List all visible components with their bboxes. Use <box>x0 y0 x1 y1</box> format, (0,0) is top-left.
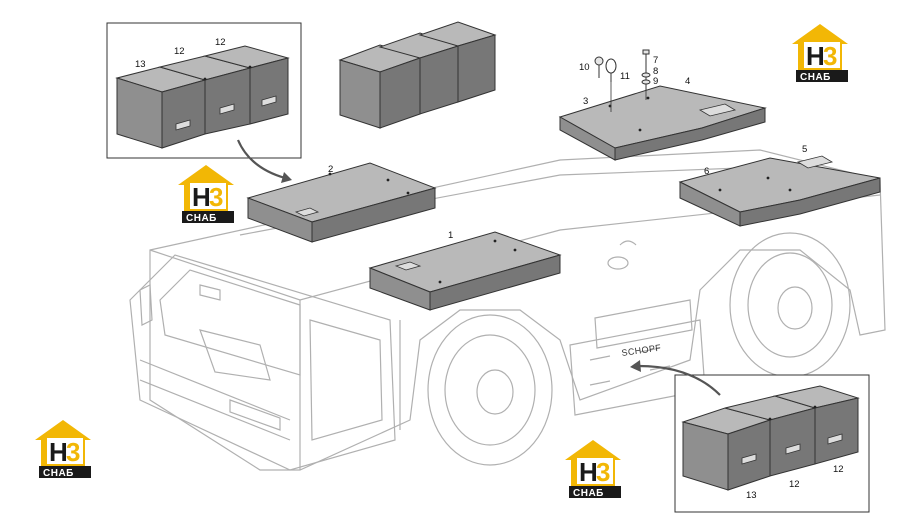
callout-7: 7 <box>653 55 658 66</box>
mounting-hardware <box>594 49 651 90</box>
inset-weight-blocks-bottom <box>674 374 870 513</box>
watermark-logo-bottom-center: СНАБ <box>565 440 621 499</box>
watermark-text: СНАБ <box>186 213 217 224</box>
callout-5: 5 <box>802 144 807 155</box>
brand-plate: SCHOPF <box>621 343 662 358</box>
callout-11: 11 <box>620 71 630 82</box>
inset1-callout-12a: 12 <box>174 46 185 57</box>
inset-arrow-top <box>236 139 286 180</box>
brand-plate-label: SCHOPF <box>621 343 662 358</box>
inset2-callout-12b: 12 <box>833 464 844 475</box>
callout-10: 10 <box>579 62 590 73</box>
weight-blocks-loose <box>338 21 497 129</box>
inset2-callout-12a: 12 <box>789 479 800 490</box>
inset2-callout-13: 13 <box>746 490 757 501</box>
watermark-logo-top-right: СНАБ <box>792 24 848 83</box>
counterweight-plate-5-6 <box>678 155 881 227</box>
inset1-callout-13: 13 <box>135 59 146 70</box>
inset1-callout-12b: 12 <box>215 37 226 48</box>
watermark-logo-left: СНАБ <box>178 165 234 224</box>
counterweight-plate-2 <box>246 162 437 243</box>
inset-arrowhead-bottom <box>630 360 641 372</box>
inset-arrow-bottom <box>634 364 721 396</box>
callout-6: 6 <box>704 166 709 177</box>
inset-weight-blocks-top <box>106 22 302 159</box>
watermark-logo-bottom-left: СНАБ <box>35 420 91 479</box>
watermark-text: СНАБ <box>800 72 831 83</box>
callout-1: 1 <box>448 230 453 241</box>
callout-8: 8 <box>653 66 658 77</box>
counterweight-plate-3-4 <box>558 85 767 161</box>
watermark-text: СНАБ <box>573 488 604 499</box>
callout-9: 9 <box>653 76 658 87</box>
watermark-text: СНАБ <box>43 468 74 479</box>
leader-lines <box>610 80 647 112</box>
callout-4: 4 <box>685 76 690 87</box>
callout-3: 3 <box>583 96 588 107</box>
callout-2: 2 <box>328 164 333 175</box>
counterweight-plate-1 <box>368 231 562 311</box>
inset-arrowhead-top <box>281 172 292 183</box>
